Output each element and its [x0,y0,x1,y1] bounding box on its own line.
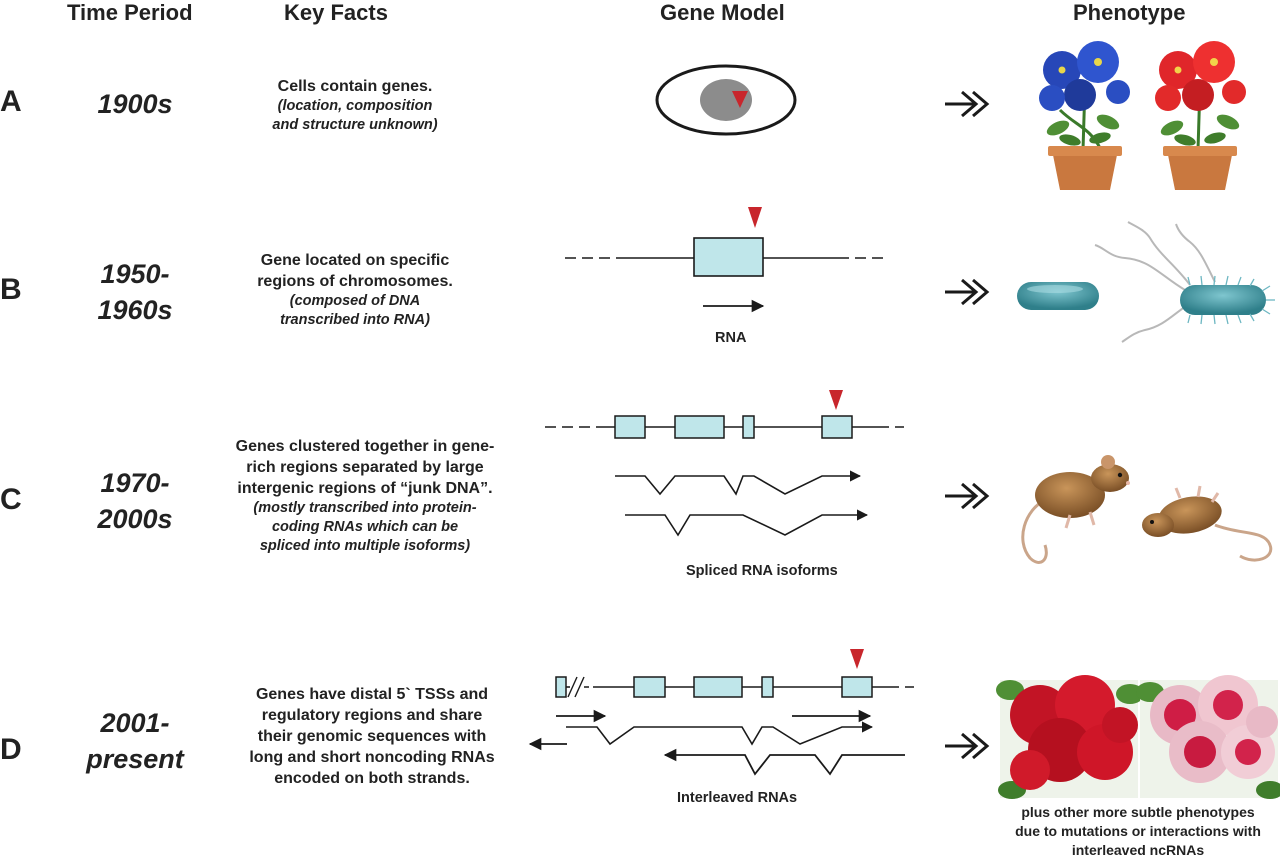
gene-label-c: Spliced RNA isoforms [686,563,838,579]
facts-d-main-2: regulatory regions and share [261,707,483,724]
facts-c-detail-3: spliced into multiple isoforms) [259,538,471,554]
facts-d-main-1: Genes have distal 5` TSSs and [255,686,489,703]
facts-d-main-5: encoded on both strands. [274,770,470,787]
facts-a-main: Cells contain genes. [277,78,433,95]
facts-a: Cells contain genes. (location, composit… [225,76,485,135]
facts-c-detail-2: coding RNAs which can be [271,519,459,535]
mouse-mutant-icon [1142,485,1273,562]
period-a-text: 1900s [97,89,173,119]
period-c: 1970- 2000s [60,465,210,537]
phenotype-note-line-2: due to mutations or interactions with [1015,823,1261,839]
period-d-line-2: present [86,744,184,774]
header-key-facts: Key Facts [284,0,388,25]
period-d-line-1: 2001- [100,708,170,738]
facts-a-detail-2: and structure unknown) [272,117,438,133]
row-letter-d: D [0,733,22,766]
phenotype-arrow-d [945,732,990,760]
mutation-marker-icon [850,649,864,669]
row-letter-a: A [0,85,22,118]
facts-b: Gene located on specific regions of chro… [225,250,485,330]
facts-d-main-3: their genomic sequences with [257,728,487,745]
row-letter-b: B [0,273,22,306]
mutation-marker-icon [748,207,762,228]
gene-label-d: Interleaved RNAs [677,790,798,806]
period-b-line-1: 1950- [100,259,170,289]
mutation-marker-icon [829,390,843,410]
gene-label-b: RNA [715,330,747,346]
header-gene-model: Gene Model [660,0,785,25]
facts-c-main-1: Genes clustered together in gene- [235,438,495,455]
phenotype-arrow-c [945,482,990,510]
phenotype-note-line-3: interleaved ncRNAs [1071,842,1205,858]
bacterium-smooth-icon [1017,282,1099,310]
phenotype-note-d: plus other more subtle phenotypes due to… [996,803,1280,860]
row-letter-c: C [0,483,22,516]
period-c-line-2: 2000s [97,504,173,534]
period-d: 2001- present [60,705,210,777]
red-flower-pot-icon [1155,41,1246,190]
gene-model-d [528,649,920,776]
facts-c: Genes clustered together in gene- rich r… [200,436,530,556]
period-c-line-1: 1970- [100,468,170,498]
phenotype-arrow-b [945,278,990,306]
facts-b-main-1: Gene located on specific [260,252,450,269]
period-a: 1900s [60,86,210,122]
facts-b-main-2: regions of chromosomes. [257,273,453,290]
facts-a-detail-1: (location, composition [277,98,433,114]
facts-c-main-3: intergenic regions of “junk DNA”. [237,480,493,497]
facts-c-main-2: rich regions separated by large [246,459,484,476]
gene-model-b [565,207,885,313]
mouse-normal-icon [1021,455,1130,564]
phenotype-arrow-a [945,90,990,118]
period-b-line-2: 1960s [97,295,173,325]
period-b: 1950- 1960s [60,256,210,328]
facts-c-detail-1: (mostly transcribed into protein- [253,500,477,516]
facts-b-detail-1: (composed of DNA [289,293,421,309]
bacterium-flagellated-icon [1094,221,1275,343]
facts-b-detail-2: transcribed into RNA) [280,312,430,328]
variegated-geranium-icon [1136,675,1280,799]
header-time-period: Time Period [67,0,193,25]
facts-d: Genes have distal 5` TSSs and regulatory… [222,684,522,789]
phenotype-note-line-1: plus other more subtle phenotypes [1021,804,1255,820]
facts-d-main-4: long and short noncoding RNAs [249,749,495,766]
header-phenotype: Phenotype [1073,0,1186,25]
blue-flower-pot-icon [1039,41,1130,190]
gene-model-c [545,390,905,537]
cell-with-nucleus-icon [655,64,797,136]
red-geranium-icon [996,675,1144,799]
